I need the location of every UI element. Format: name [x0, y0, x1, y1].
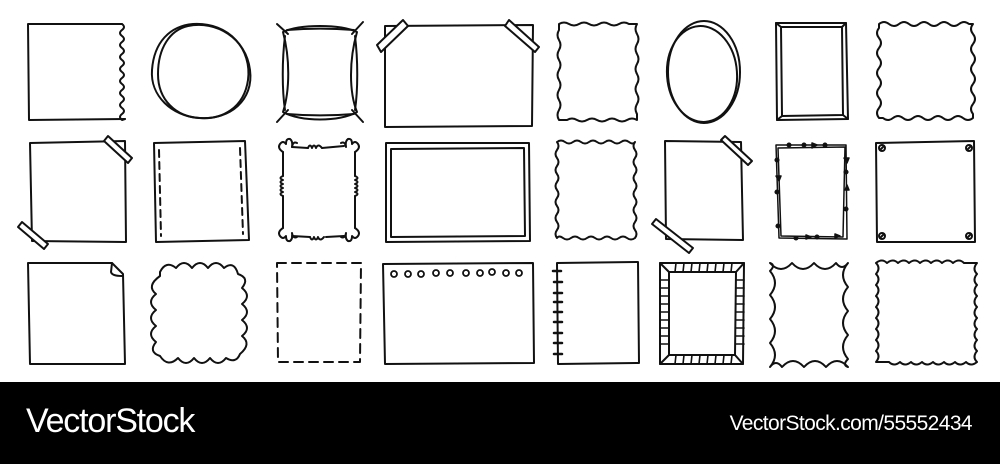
frame-taped-diagonal-right	[652, 136, 752, 253]
frame-circle-sketch	[152, 24, 251, 118]
frame-screwed-corners	[876, 141, 975, 242]
frame-double-border	[386, 143, 530, 242]
frame-spiral-notebook	[553, 262, 639, 364]
frame-zigzag-edge	[556, 141, 637, 240]
frame-taped-diagonal	[18, 136, 132, 249]
frame-folded-corner	[28, 263, 125, 364]
stock-url: VectorStock.com/55552434	[729, 412, 973, 435]
frame-scalloped-inward	[770, 263, 848, 367]
frame-pillow-sketch	[277, 22, 363, 122]
frame-torn-right-edge	[28, 24, 125, 120]
brand-logo-text: VectorStock	[26, 402, 195, 440]
watermark-footer: VectorStock VectorStock.com/55552434	[0, 382, 1000, 464]
frame-cloud-scalloped	[151, 263, 247, 363]
frame-notebook-holes	[383, 263, 534, 364]
frame-stamp-edge	[877, 22, 975, 120]
frame-wavy-scalloped	[876, 261, 977, 365]
frame-taped-top-corners	[377, 20, 539, 127]
frame-dashed	[277, 263, 361, 362]
frame-oval-sketch	[664, 21, 741, 124]
frame-grass-corners	[279, 139, 359, 241]
frame-arrow-vine	[775, 143, 849, 240]
frame-striped-picture	[660, 263, 744, 364]
frame-stitched-sides	[154, 141, 249, 242]
frame-beveled	[776, 23, 848, 120]
frame-wavy-edge	[558, 23, 639, 122]
frames-illustration	[17, 19, 978, 368]
